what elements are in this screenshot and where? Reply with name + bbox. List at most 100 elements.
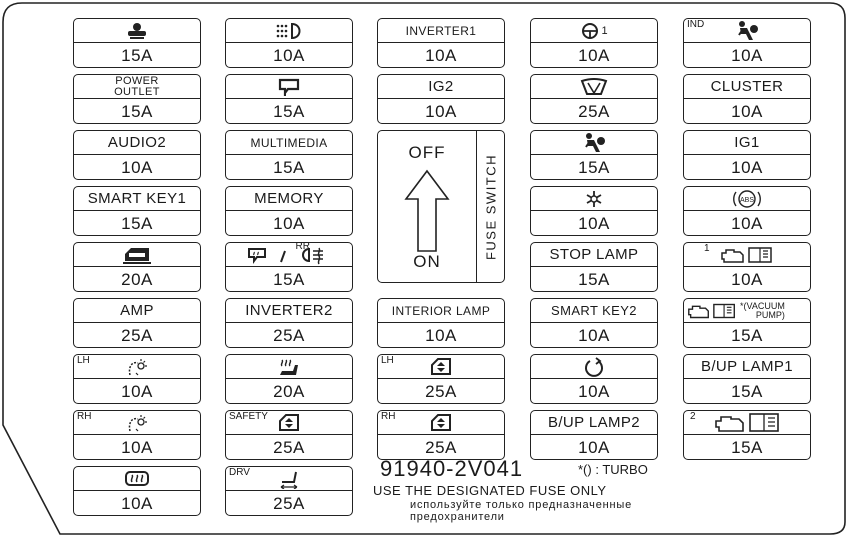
fuse-window-lh[interactable]: LH 25A xyxy=(377,354,505,404)
door-lock-icon xyxy=(123,247,151,264)
amp-rating: 15A xyxy=(273,158,305,177)
fuse-airbag-ind[interactable]: IND 10A xyxy=(683,18,811,68)
switch-title: FUSE SWITCH xyxy=(483,153,498,260)
fuse-rear-defogger[interactable]: 10A xyxy=(73,466,201,516)
power-window-icon xyxy=(431,413,451,431)
amp-rating: 25A xyxy=(425,438,457,457)
fuse-label: IG2 xyxy=(428,78,454,95)
amp-rating: 25A xyxy=(425,382,457,401)
part-number: 91940-2V041 xyxy=(380,456,524,481)
fuse-steering[interactable]: 1 10A xyxy=(530,18,658,68)
fuse-engine-vacuum-pump[interactable]: *(VACUUM PUMP) 15A xyxy=(683,298,811,348)
amp-rating: 10A xyxy=(425,326,457,345)
amp-rating: 10A xyxy=(121,382,153,401)
fuse-label: B/UP LAMP2 xyxy=(547,414,641,431)
fuse-wiper[interactable]: 25A xyxy=(530,74,658,124)
fuse-engine-2[interactable]: 2 15A xyxy=(683,410,811,460)
fuse-power-seat-drv[interactable]: DRV 25A xyxy=(225,466,353,516)
amp-rating: 20A xyxy=(273,382,305,401)
fuse-smart-key1[interactable]: SMART KEY1 15A xyxy=(73,186,201,236)
up-arrow-icon xyxy=(404,169,450,252)
fuse-smart-key2[interactable]: SMART KEY2 10A xyxy=(530,298,658,348)
fog-lamp-icon xyxy=(276,22,301,39)
amp-rating: 15A xyxy=(731,438,763,457)
amp-rating: 10A xyxy=(121,438,153,457)
engine-book-icon xyxy=(688,303,735,318)
amp-rating: 10A xyxy=(731,158,763,177)
amp-rating: 15A xyxy=(273,102,305,121)
fuse-multimedia[interactable]: MULTIMEDIA 15A xyxy=(225,130,353,180)
abs-text: ABS xyxy=(740,197,754,204)
fuse-abs[interactable]: ABS 10A xyxy=(683,186,811,236)
fuse-tag: SAFETY xyxy=(229,411,268,422)
fuse-label-line1: POWER xyxy=(115,74,159,87)
fuse-ig1[interactable]: IG1 10A xyxy=(683,130,811,180)
fuse-fog-lamp[interactable]: 10A xyxy=(225,18,353,68)
heated-steering-icon xyxy=(128,22,146,39)
fuse-label-line2: OUTLET xyxy=(114,85,160,98)
amp-rating: 15A xyxy=(273,270,305,289)
fuse-heated-steering[interactable]: 15A xyxy=(73,18,201,68)
fuse-label: AMP xyxy=(120,302,154,319)
amp-rating: 10A xyxy=(578,214,610,233)
airbag-icon xyxy=(738,20,758,40)
fuse-stop-lamp[interactable]: STOP LAMP 15A xyxy=(530,242,658,292)
steering-icon xyxy=(582,22,599,39)
fuse-amp[interactable]: AMP 25A xyxy=(73,298,201,348)
fuse-tag: LH xyxy=(381,355,394,366)
amp-rating: 10A xyxy=(578,46,610,65)
fuse-inverter2[interactable]: INVERTER2 25A xyxy=(225,298,353,348)
airbag-icon xyxy=(585,132,605,152)
fuse-start[interactable]: 10A xyxy=(530,354,658,404)
mirror-icon xyxy=(278,78,300,96)
amp-rating: 10A xyxy=(425,46,457,65)
fuse-ac[interactable]: 10A xyxy=(530,186,658,236)
fuse-mirror-defrost[interactable]: RR 15A xyxy=(225,241,353,292)
amp-rating: 10A xyxy=(731,214,763,233)
fuse-tag: RH xyxy=(381,411,396,422)
fuse-airbag[interactable]: 15A xyxy=(530,130,658,180)
fuse-mirror[interactable]: 15A xyxy=(225,74,353,124)
fuse-label: SMART KEY1 xyxy=(87,190,187,207)
abs-icon: ABS xyxy=(733,189,761,208)
fuse-safety-window[interactable]: SAFETY 25A xyxy=(225,410,353,460)
vacuum-pump-line1: *(VACUUM xyxy=(740,300,785,311)
fuse-label: MEMORY xyxy=(254,190,324,207)
amp-rating: 10A xyxy=(273,214,305,233)
fuse-switch[interactable]: OFF ON FUSE SWITCH xyxy=(377,130,505,283)
fuse-door-lock[interactable]: 20A xyxy=(73,242,201,292)
fuse-label: AUDIO2 xyxy=(107,134,167,151)
fuse-tag: 2 xyxy=(690,411,696,422)
fuse-interior-lamp[interactable]: INTERIOR LAMP 10A xyxy=(377,298,505,348)
fuse-backup-lamp1[interactable]: B/UP LAMP1 15A xyxy=(683,354,811,404)
fuse-backup-lamp2[interactable]: B/UP LAMP2 10A xyxy=(530,410,658,460)
fuse-inverter1[interactable]: INVERTER1 10A xyxy=(377,18,505,68)
fuse-engine-1[interactable]: 1 10A xyxy=(683,242,811,292)
amp-rating: 10A xyxy=(578,326,610,345)
fuse-audio2[interactable]: AUDIO2 10A xyxy=(73,130,201,180)
seat-heater-icon xyxy=(128,414,147,431)
amp-rating: 25A xyxy=(121,326,153,345)
fuse-cluster[interactable]: CLUSTER 10A xyxy=(683,74,811,124)
ac-icon xyxy=(586,190,602,207)
fuse-seat-heater-rh[interactable]: RH 10A xyxy=(73,410,201,460)
fuse-power-outlet[interactable]: POWER OUTLET 15A xyxy=(73,74,201,124)
fuse-seat-heater-lh[interactable]: LH 10A xyxy=(73,354,201,404)
amp-rating: 10A xyxy=(578,382,610,401)
fuse-tag: 1 xyxy=(704,243,710,254)
russian-note-line2: предохранители xyxy=(410,511,505,523)
engine-book-icon xyxy=(721,246,772,263)
amp-rating: 25A xyxy=(578,102,610,121)
amp-rating: 10A xyxy=(425,102,457,121)
fuse-window-rh[interactable]: RH 25A xyxy=(377,410,505,460)
amp-rating: 15A xyxy=(121,102,153,121)
amp-rating: 10A xyxy=(731,46,763,65)
fuse-tag: RH xyxy=(77,411,92,422)
fuse-seat-warmer[interactable]: 20A xyxy=(225,354,353,404)
fuse-ig2[interactable]: IG2 10A xyxy=(377,74,505,124)
fuse-tag: IND xyxy=(687,19,705,30)
fuse-memory[interactable]: MEMORY 10A xyxy=(225,186,353,236)
fuse-label: SMART KEY2 xyxy=(551,303,637,318)
engine-book-icon xyxy=(715,412,779,432)
